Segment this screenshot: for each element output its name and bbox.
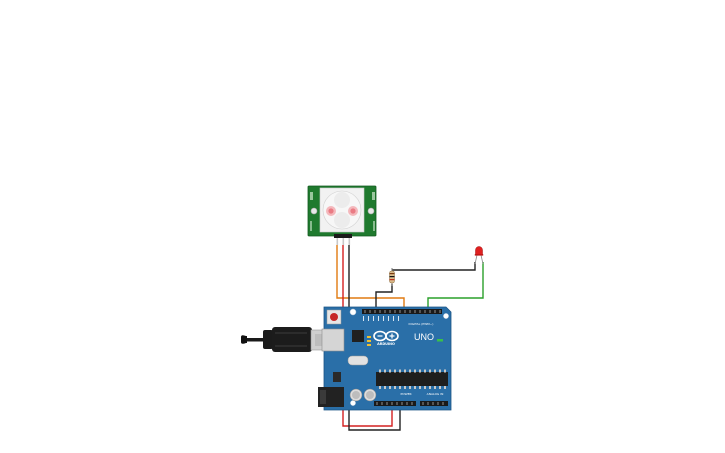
digital-header[interactable] [362,309,442,314]
arduino-uno-board[interactable]: DIGITAL (PWM~) POWER ANALOG IN [318,306,452,411]
digital-header-label: DIGITAL (PWM~) [409,322,434,326]
power-header-label: POWER [400,392,411,396]
arduino-logo [373,330,399,342]
led-wire[interactable] [427,262,484,312]
resistor-to-board-wire[interactable] [375,284,393,312]
model-label: UNO [414,332,434,342]
power-header[interactable] [374,401,416,406]
brand-label: ARDUINO [377,342,395,346]
mount-hole [367,207,375,215]
mount-hole [443,313,449,319]
mount-hole [350,400,356,406]
pir-dome [322,190,362,230]
resistor[interactable] [389,268,395,286]
resistor-ground-wire[interactable] [392,262,476,271]
crystal [347,355,369,366]
atmega-chip [376,372,448,386]
pir-sensor[interactable] [307,185,377,245]
usb-port [321,328,345,352]
mount-hole [310,207,318,215]
analog-header-label: ANALOG IN [427,392,444,396]
led[interactable] [474,246,484,265]
mount-hole [349,308,357,316]
signal-wire[interactable] [336,245,405,312]
